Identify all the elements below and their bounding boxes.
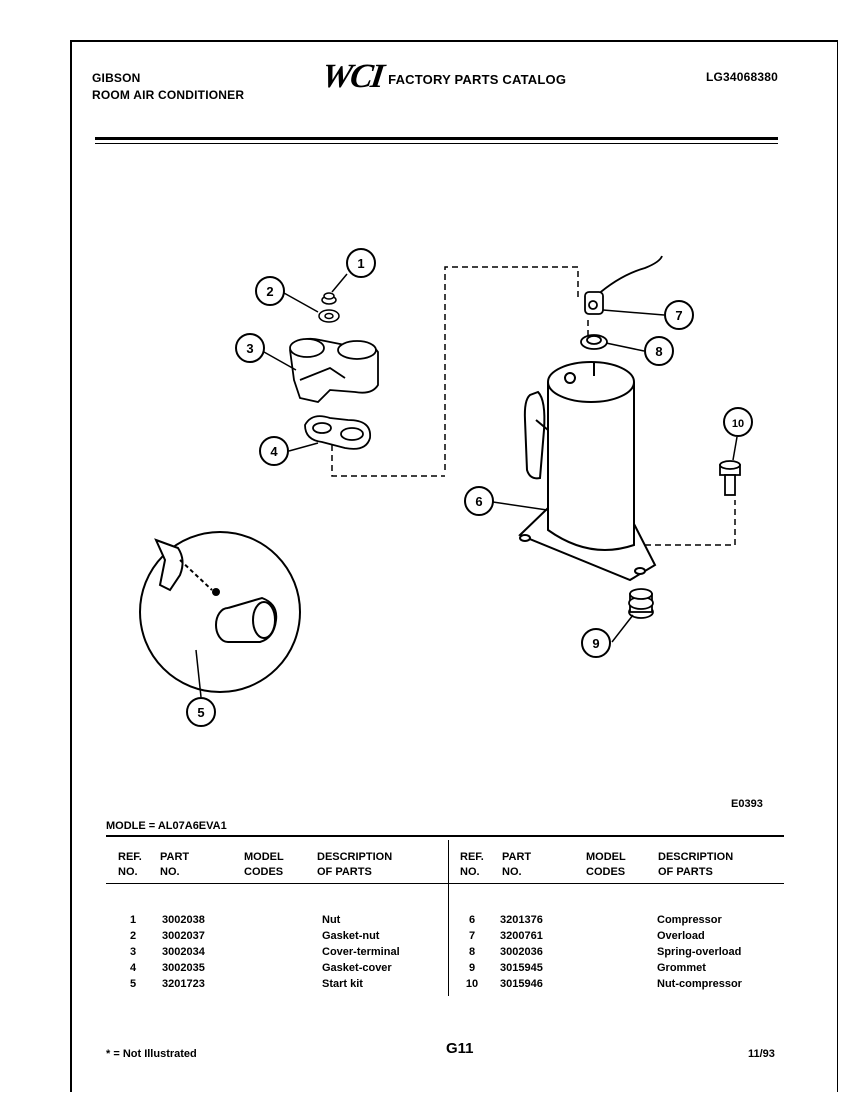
svg-text:2: 2	[266, 284, 273, 299]
svg-text:9: 9	[592, 636, 599, 651]
callout-6: 6	[464, 486, 494, 516]
header-ref-left: REF.NO.	[118, 851, 142, 878]
table-cell: 9	[468, 962, 476, 974]
revision-date: 11/93	[748, 1048, 775, 1060]
table-cell: Start kit	[322, 978, 363, 990]
table-cell: Overload	[657, 930, 705, 942]
part-column-left: 3002038 3002037 3002034 3002035 3201723	[162, 912, 205, 992]
callout-leaders	[195, 273, 738, 698]
callout-2: 2	[255, 276, 285, 306]
table-cell: 3201723	[162, 978, 205, 990]
table-cell: 6	[468, 914, 476, 926]
page-number: G11	[446, 1040, 474, 1057]
table-cell: 3002038	[162, 914, 205, 926]
callout-3: 3	[235, 333, 265, 363]
desc-column-left: Nut Gasket-nut Cover-terminal Gasket-cov…	[322, 912, 400, 992]
table-cell: Grommet	[657, 962, 706, 974]
table-cell: 3002034	[162, 946, 205, 958]
gasket-cover-part	[304, 415, 371, 450]
table-cell: Gasket-cover	[322, 962, 392, 974]
table-cell: Spring-overload	[657, 946, 742, 958]
spring-overload-part	[580, 334, 608, 350]
brand-name: GIBSON	[92, 71, 141, 85]
callout-8: 8	[644, 336, 674, 366]
compressor-part	[518, 361, 657, 582]
table-cell: 3	[130, 946, 137, 958]
table-cell: Compressor	[657, 914, 722, 926]
part-column-right: 3201376 3200761 3002036 3015945 3015946	[500, 912, 543, 992]
table-cell: 4	[130, 962, 137, 974]
table-cell: 3002035	[162, 962, 205, 974]
page-frame	[70, 40, 838, 1092]
gasket-nut-part	[318, 309, 340, 323]
svg-text:10: 10	[732, 418, 744, 430]
svg-text:5: 5	[197, 705, 204, 720]
table-cell: 1	[130, 914, 137, 926]
callout-1: 1	[346, 248, 376, 278]
cover-terminal-part	[289, 337, 379, 403]
table-cell: 10	[465, 978, 479, 990]
table-cell: 3200761	[500, 930, 543, 942]
table-cell: Cover-terminal	[322, 946, 400, 958]
nut-part	[321, 292, 337, 305]
header-rule-thin	[95, 143, 778, 144]
desc-column-right: Compressor Overload Spring-overload Grom…	[657, 912, 742, 992]
callout-9: 9	[581, 628, 611, 658]
header-center: WCI FACTORY PARTS CATALOG	[319, 58, 567, 96]
table-header-rule	[106, 883, 784, 884]
header-rule	[95, 137, 778, 140]
table-divider	[448, 840, 449, 996]
callout-5: 5	[186, 697, 216, 727]
model-number: MODLE = AL07A6EVA1	[106, 820, 227, 832]
table-cell: 5	[130, 978, 137, 990]
table-cell: 3015945	[500, 962, 543, 974]
svg-text:4: 4	[270, 444, 278, 459]
grommet-part	[628, 588, 654, 619]
ref-column-left: 1 2 3 4 5	[130, 912, 136, 992]
overload-part	[584, 255, 663, 315]
table-top-rule	[106, 835, 784, 837]
svg-text:6: 6	[475, 494, 482, 509]
diagram-code: E0393	[731, 798, 763, 810]
table-cell: 3015946	[500, 978, 543, 990]
start-kit-part	[139, 531, 301, 693]
product-type: ROOM AIR CONDITIONER	[92, 88, 245, 102]
svg-text:8: 8	[655, 344, 662, 359]
svg-text:3: 3	[246, 341, 253, 356]
table-cell: Gasket-nut	[322, 930, 380, 942]
leader-dashed-lines	[331, 266, 736, 546]
callout-4: 4	[259, 436, 289, 466]
document-id: LG34068380	[705, 70, 778, 84]
callout-7: 7	[664, 300, 694, 330]
header-left: GIBSON ROOM AIR CONDITIONER	[92, 70, 244, 104]
table-cell: Nut	[322, 914, 341, 926]
nut-compressor-part	[719, 460, 741, 496]
exploded-parts-diagram: 1 2 3 4 5 6 7 8	[139, 248, 753, 727]
svg-text:7: 7	[675, 308, 682, 323]
callout-10: 10	[723, 407, 753, 437]
table-cell: 3201376	[500, 914, 543, 926]
catalog-title: FACTORY PARTS CATALOG	[388, 71, 567, 87]
table-cell: Nut-compressor	[657, 978, 742, 990]
table-cell: 2	[130, 930, 137, 942]
ref-column-right: 6 7 8 9 10	[462, 912, 482, 992]
table-cell: 3002037	[162, 930, 205, 942]
table-cell: 3002036	[500, 946, 543, 958]
svg-text:1: 1	[357, 256, 364, 271]
footnote: * = Not Illustrated	[106, 1048, 197, 1060]
table-cell: 7	[468, 930, 476, 942]
header-ref-right: REF.NO.	[460, 851, 484, 878]
table-cell: 8	[468, 946, 476, 958]
